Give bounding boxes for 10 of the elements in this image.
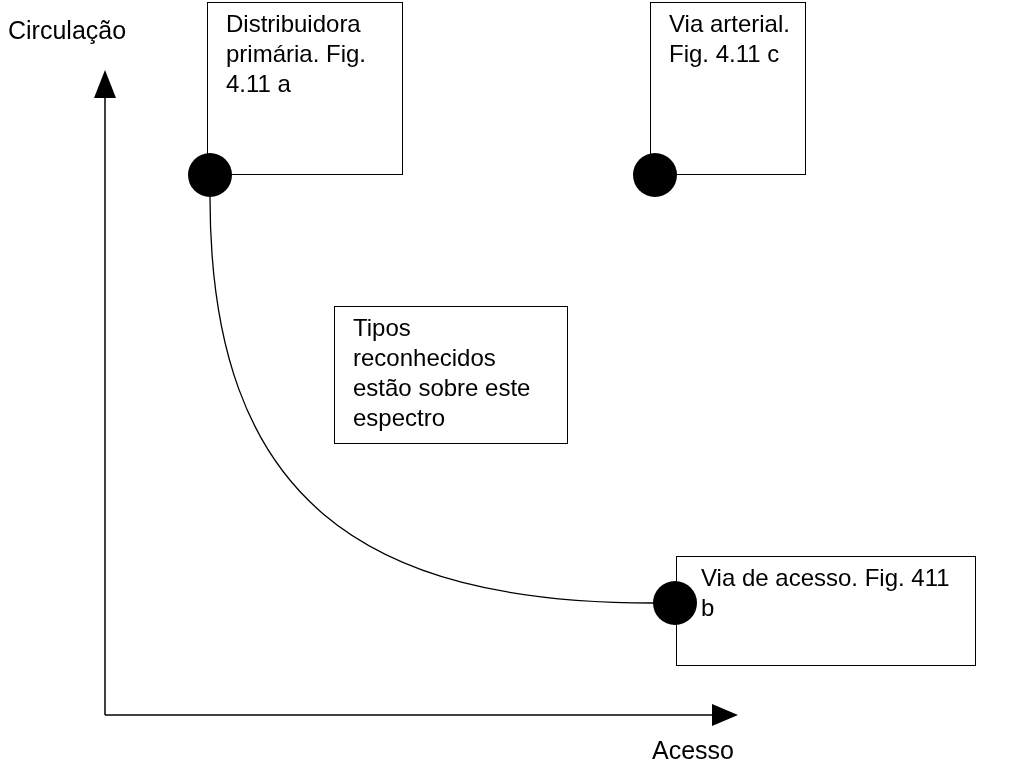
text-box: Via arterial. Fig. 4.11 c <box>650 2 806 175</box>
axis-label: Acesso <box>652 736 734 765</box>
point-marker <box>633 153 677 197</box>
axis-label: Circulação <box>8 16 127 45</box>
curve-connector <box>209 196 654 604</box>
text-box: Via de acesso. Fig. 411 b <box>676 556 976 666</box>
text-box: Tipos reconhecidos estão sobre este espectro <box>334 306 568 444</box>
text-box: Distribuidora primária. Fig. 4.11 a <box>207 2 403 175</box>
point-marker <box>653 581 697 625</box>
point-marker <box>188 153 232 197</box>
